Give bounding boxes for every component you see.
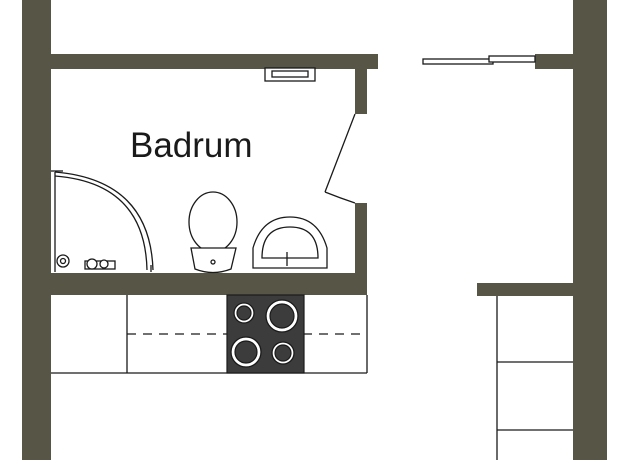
upper-right-wall-stub bbox=[535, 54, 575, 69]
shower-drain-center bbox=[59, 257, 67, 265]
sink-basin bbox=[261, 226, 319, 259]
cooktop bbox=[226, 294, 305, 374]
door-swing-arc bbox=[324, 191, 356, 204]
sliding-door-panel-1 bbox=[422, 58, 494, 65]
shower-knob-right-icon bbox=[99, 259, 109, 269]
sink bbox=[252, 216, 328, 269]
vent-slot bbox=[271, 70, 309, 78]
burner-top-right-inner bbox=[269, 303, 295, 329]
right-room-wall bbox=[477, 283, 577, 296]
toilet-lid bbox=[188, 191, 238, 253]
kitchen-counter bbox=[51, 295, 368, 374]
sliding-door-panel-2 bbox=[488, 55, 536, 63]
walls bbox=[22, 0, 607, 460]
shower bbox=[51, 170, 154, 272]
shower-knob-left-icon bbox=[86, 258, 98, 270]
toilet bbox=[188, 191, 238, 274]
bathroom-label: Badrum bbox=[130, 126, 253, 165]
burner-bottom-right-inner bbox=[274, 344, 292, 362]
shower-curve-outer bbox=[54, 171, 154, 271]
door-leaf bbox=[324, 113, 356, 193]
toilet-flush-icon bbox=[210, 259, 216, 265]
shower-curve-inner bbox=[54, 175, 148, 271]
left-outer-wall bbox=[22, 0, 51, 460]
bathroom-right-wall-lower bbox=[355, 203, 367, 295]
bathroom-top-wall bbox=[22, 54, 378, 69]
wardrobe bbox=[496, 296, 573, 460]
burner-bottom-left-inner bbox=[234, 340, 258, 364]
bathroom-vent bbox=[264, 67, 316, 82]
right-outer-wall bbox=[573, 0, 607, 460]
sliding-door bbox=[422, 55, 536, 65]
burner-top-left-inner bbox=[236, 305, 252, 321]
bathroom-door bbox=[324, 113, 356, 204]
bathroom-right-wall-upper bbox=[355, 54, 367, 114]
bathroom-bottom-wall bbox=[22, 273, 367, 295]
